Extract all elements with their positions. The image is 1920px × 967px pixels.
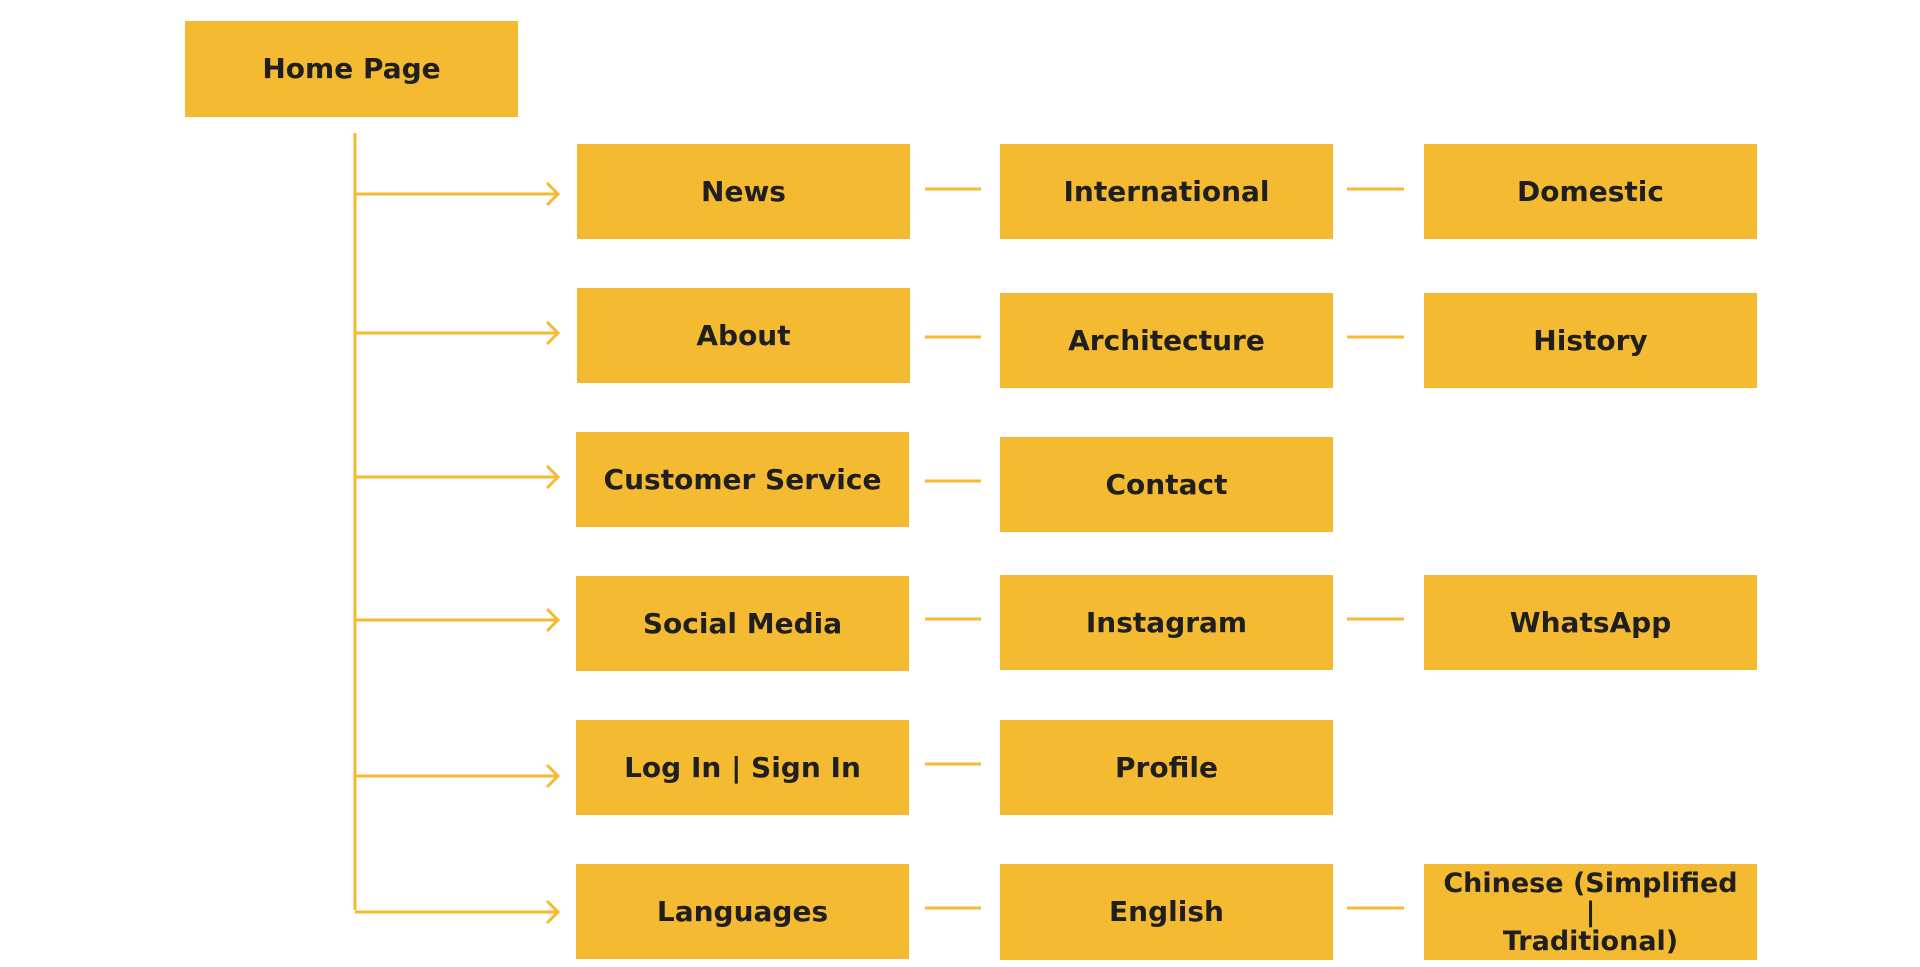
arrowhead-3 [545,464,561,490]
chinese-node: Chinese (Simplified | Traditional) [1424,864,1757,960]
english-node: English [1000,864,1333,960]
architecture-node: Architecture [1000,293,1333,388]
instagram-node: Instagram [1000,575,1333,670]
languages-node: Languages [576,864,909,959]
profile-node: Profile [1000,720,1333,815]
arrowhead-6 [545,899,561,925]
social-media-node: Social Media [576,576,909,671]
international-node: International [1000,144,1333,239]
whatsapp-node: WhatsApp [1424,575,1757,670]
log-in-sign-in-node: Log In | Sign In [576,720,909,815]
about-node: About [577,288,910,383]
history-node: History [1424,293,1757,388]
contact-node: Contact [1000,437,1333,532]
arrowhead-4 [545,607,561,633]
domestic-node: Domestic [1424,144,1757,239]
arrowhead-5 [545,763,561,789]
arrowhead-1 [545,181,561,207]
arrowhead-2 [545,320,561,346]
customer-service-node: Customer Service [576,432,909,527]
home-page-node: Home Page [185,21,518,117]
news-node: News [577,144,910,239]
